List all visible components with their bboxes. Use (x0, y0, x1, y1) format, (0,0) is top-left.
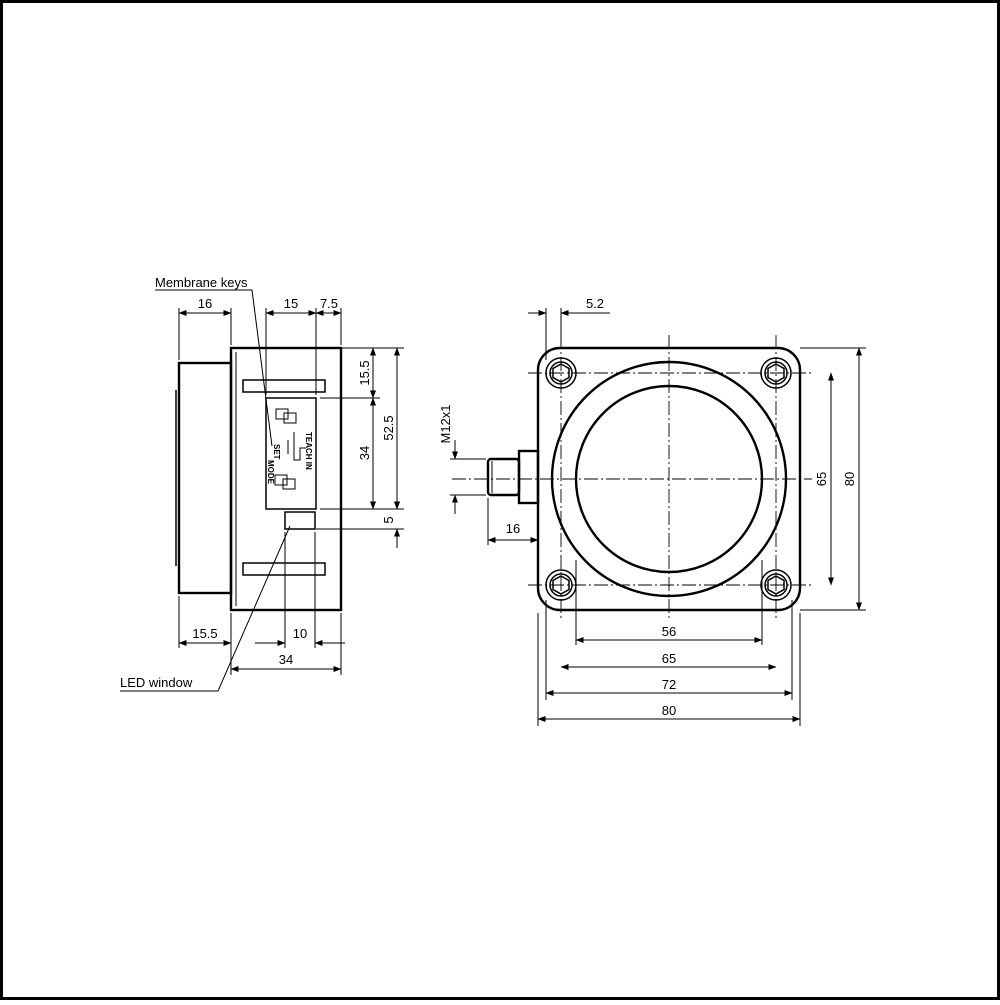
front-view: 5.2 M12x1 16 65 80 56 65 72 (438, 296, 866, 726)
dim-side-10: 10 (293, 626, 307, 641)
led-window-label: LED window (120, 675, 193, 690)
dim-side-5: 5 (381, 516, 396, 523)
thread-label: M12x1 (438, 404, 453, 443)
panel-mode-label: MODE (266, 460, 275, 485)
dim-front-80-horizontal: 80 (662, 703, 676, 718)
panel-set-label: SET (272, 444, 281, 460)
dim-front-80-vertical: 80 (842, 472, 857, 486)
m12-connector (486, 449, 540, 505)
led-window-leader (120, 525, 291, 692)
dim-side-34-bottom: 34 (279, 652, 293, 667)
membrane-keys-leader (155, 289, 273, 447)
side-view: SET MODE TEACH IN Membrane keys LED wind… (120, 275, 404, 692)
dim-front-56: 56 (662, 624, 676, 639)
led-window (284, 511, 316, 530)
dim-front-16: 16 (506, 521, 520, 536)
dim-side-16: 16 (198, 296, 212, 311)
dim-front-72: 72 (662, 677, 676, 692)
membrane-key-panel (265, 397, 317, 510)
dim-side-52-5: 52.5 (381, 415, 396, 440)
dim-front-5-2: 5.2 (586, 296, 604, 311)
panel-glyphs: SET MODE TEACH IN (266, 408, 313, 490)
dim-side-15-5-bottom: 15.5 (192, 626, 217, 641)
dim-side-15: 15 (284, 296, 298, 311)
dim-side-7-5: 7.5 (320, 296, 338, 311)
dim-front-65-horizontal: 65 (662, 651, 676, 666)
side-body (229, 346, 343, 612)
sensor-face (177, 361, 233, 595)
dim-side-15-5-right: 15.5 (357, 360, 372, 385)
panel-teach-in-label: TEACH IN (304, 432, 313, 470)
dim-front-65-vertical: 65 (814, 472, 829, 486)
mounting-slot-bottom (242, 562, 326, 576)
mounting-slot-top (242, 379, 326, 393)
dim-side-34-right: 34 (357, 446, 372, 460)
membrane-keys-label: Membrane keys (155, 275, 248, 290)
